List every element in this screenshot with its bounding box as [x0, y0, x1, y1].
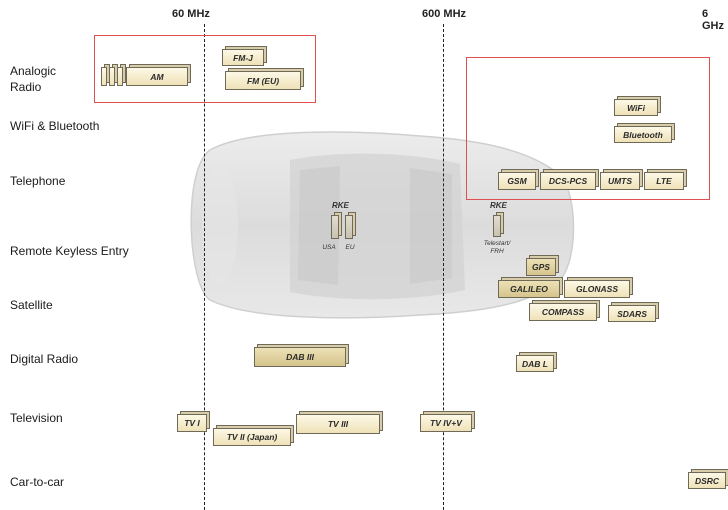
umts-block: UMTS — [600, 172, 640, 190]
dcs-pcs-block: DCS-PCS — [540, 172, 596, 190]
dab-iii-block: DAB III — [254, 347, 346, 367]
car-silhouette — [190, 131, 575, 319]
tv-iv-v-block: TV IV+V — [420, 414, 472, 432]
gsm-block: GSM — [498, 172, 536, 190]
glonass-block: GLONASS — [564, 280, 630, 298]
freq-6ghz: 6 GHz — [702, 8, 724, 32]
rke-eu-block — [345, 215, 353, 239]
highlight-box-wireless — [466, 57, 710, 200]
freq-600mhz: 600 MHz — [422, 8, 467, 20]
am-stack-block — [117, 67, 123, 86]
am-stack-block — [109, 67, 115, 86]
tv-ii-japan-block: TV II (Japan) — [213, 428, 291, 446]
category-wifi-bluetooth: WiFi & Bluetooth — [10, 119, 100, 133]
compass-block: COMPASS — [529, 303, 597, 321]
rke-eu-label: EU — [345, 244, 355, 251]
fm-eu-block: FM (EU) — [225, 71, 301, 90]
sdars-block: SDARS — [608, 305, 656, 322]
bluetooth-block: Bluetooth — [614, 126, 672, 143]
rke-usa-block — [331, 215, 339, 239]
gps-block: GPS — [526, 258, 556, 276]
category-satellite: Satellite — [10, 298, 53, 312]
rke-telestart-label: Telestart/ FRH — [483, 240, 511, 255]
rke-label-left: RKE — [332, 201, 349, 210]
divider-600mhz — [443, 24, 444, 510]
wifi-block: WiFi — [614, 99, 658, 116]
lte-block: LTE — [644, 172, 684, 190]
rke-label-right: RKE — [490, 201, 507, 210]
galileo-block: GALILEO — [498, 280, 560, 298]
rke-usa-label: USA — [322, 244, 336, 251]
category-telephone: Telephone — [10, 174, 66, 188]
category-analog-radio: Analogic Radio — [10, 64, 57, 94]
highlight-box-analog — [94, 35, 316, 103]
am-block: AM — [126, 67, 188, 86]
am-stack-block — [101, 67, 107, 86]
category-car-to-car: Car-to-car — [10, 475, 65, 489]
category-remote-keyless-entry: Remote Keyless Entry — [10, 244, 129, 258]
category-television: Television — [10, 411, 63, 425]
category-digital-radio: Digital Radio — [10, 352, 79, 366]
divider-60mhz — [204, 24, 205, 510]
freq-60mhz: 60 MHz — [172, 8, 210, 20]
tv-i-block: TV I — [177, 414, 207, 432]
rke-telestart-block — [493, 215, 501, 237]
fm-japan-block: FM-J — [222, 49, 264, 66]
dsrc-block: DSRC — [688, 472, 726, 489]
tv-iii-block: TV III — [296, 414, 380, 434]
dab-l-block: DAB L — [516, 355, 554, 372]
